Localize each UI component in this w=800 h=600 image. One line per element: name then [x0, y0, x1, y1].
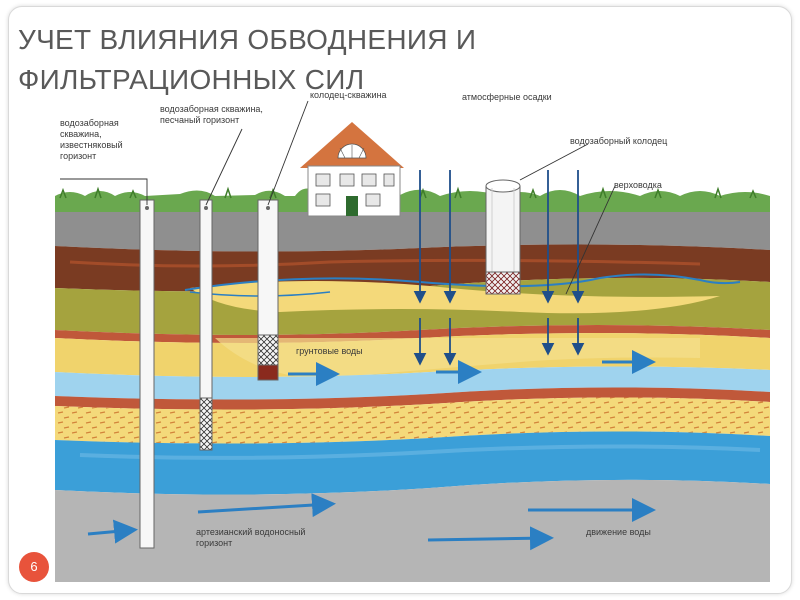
water-flow-arrows — [87, 350, 656, 551]
clay-layer — [55, 244, 770, 292]
page-number-badge: 6 — [19, 552, 49, 582]
slide-title-line1: УЧЕТ ВЛИЯНИЯ ОБВОДНЕНИЯ И — [18, 24, 477, 55]
label-well-borehole: колодец-скважина — [310, 90, 387, 100]
precipitation-arrows — [413, 170, 585, 366]
sand-well-pipe — [199, 199, 213, 451]
label-line: известняковый — [60, 140, 123, 150]
grass-layer — [55, 186, 770, 215]
label-line: скважина, — [60, 129, 102, 139]
label-line: горизонт — [60, 151, 97, 161]
label-intake-well: водозаборный колодец — [570, 136, 668, 146]
label-line: водозаборная скважина, — [160, 104, 263, 114]
slide-title: УЧЕТ ВЛИЯНИЯ ОБВОДНЕНИЯ И ФИЛЬТРАЦИОННЫХ… — [18, 20, 578, 100]
bedrock-layer — [55, 479, 770, 582]
label-line: песчаный горизонт — [160, 115, 240, 125]
label-water-flow: движение воды — [586, 527, 651, 537]
label-sand-well: водозаборная скважина, песчаный горизонт — [160, 104, 263, 126]
label-groundwater: грунтовые воды — [296, 346, 363, 356]
perched-water-line — [184, 273, 741, 291]
intake-well-cylinder — [485, 179, 521, 295]
slide-title-line2: ФИЛЬТРАЦИОННЫХ СИЛ — [18, 64, 365, 95]
label-perched-water: верховодка — [614, 180, 662, 190]
label-artesian: артезианский водоносный горизонт — [196, 527, 305, 549]
groundwater-layer — [55, 366, 770, 400]
house — [300, 122, 404, 217]
topsoil-layer — [55, 212, 770, 252]
leader-lines — [60, 100, 616, 295]
limestone-well-pipe — [139, 199, 155, 549]
label-line: артезианский водоносный — [196, 527, 306, 537]
well-borehole-pipe — [257, 199, 279, 381]
label-precipitation: атмосферные осадки — [462, 92, 552, 102]
label-line: водозаборная — [60, 118, 119, 128]
label-line: горизонт — [196, 538, 233, 548]
label-limestone-well: водозаборная скважина, известняковый гор… — [60, 118, 123, 162]
